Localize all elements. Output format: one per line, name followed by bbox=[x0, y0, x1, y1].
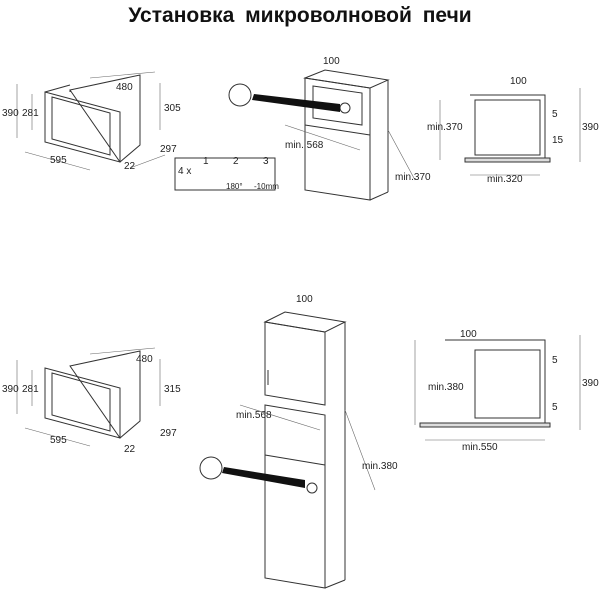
top-cabinet-100: 100 bbox=[323, 56, 340, 67]
top-side-15: 15 bbox=[552, 135, 564, 146]
top-oven-305: 305 bbox=[164, 103, 181, 114]
step-rotate: 180° bbox=[226, 182, 243, 191]
top-oven-595: 595 bbox=[50, 155, 67, 166]
bottom-oven-315: 315 bbox=[164, 384, 181, 395]
bottom-side-min-380: min.380 bbox=[428, 382, 464, 393]
top-oven-drawing bbox=[16, 71, 166, 171]
bottom-side-5-bottom: 5 bbox=[552, 402, 558, 413]
bottom-cabinet-drawing bbox=[199, 311, 376, 589]
top-side-100: 100 bbox=[510, 76, 527, 87]
page-title: Установка микроволновой печи bbox=[128, 4, 472, 27]
bottom-oven-595: 595 bbox=[50, 435, 67, 446]
step-1: 1 bbox=[203, 156, 209, 167]
top-oven-480: 480 bbox=[116, 82, 133, 93]
top-side-min-370: min.370 bbox=[427, 122, 463, 133]
top-cabinet-drawing bbox=[228, 69, 416, 201]
bottom-oven-281: 281 bbox=[22, 384, 39, 395]
bottom-oven-480: 480 bbox=[136, 354, 153, 365]
top-side-min-320: min.320 bbox=[487, 174, 523, 185]
steps-count: 4 x bbox=[178, 166, 191, 177]
bottom-cabinet-min-568: min.568 bbox=[236, 410, 272, 421]
top-oven-281: 281 bbox=[22, 108, 39, 119]
bottom-oven-22: 22 bbox=[124, 444, 136, 455]
bottom-cabinet-min-380: min.380 bbox=[362, 461, 398, 472]
step-3: 3 bbox=[263, 156, 269, 167]
bottom-side-5-top: 5 bbox=[552, 355, 558, 366]
top-side-390: 390 bbox=[582, 122, 599, 133]
bottom-side-100: 100 bbox=[460, 329, 477, 340]
bottom-oven-drawing bbox=[16, 347, 161, 447]
step-offset: -10mm bbox=[254, 182, 279, 191]
bottom-side-view bbox=[414, 335, 581, 441]
bottom-side-390: 390 bbox=[582, 378, 599, 389]
top-oven-22: 22 bbox=[124, 161, 136, 172]
top-oven-390: 390 bbox=[2, 108, 19, 119]
mounting-steps-box bbox=[174, 157, 276, 191]
bottom-oven-390: 390 bbox=[2, 384, 19, 395]
top-oven-297: 297 bbox=[160, 144, 177, 155]
bottom-cabinet-100: 100 bbox=[296, 294, 313, 305]
bottom-side-min-550: min.550 bbox=[462, 442, 498, 453]
step-2: 2 bbox=[233, 156, 239, 167]
top-cabinet-min-568: min. 568 bbox=[285, 140, 324, 151]
top-side-view bbox=[439, 88, 581, 176]
bottom-oven-297: 297 bbox=[160, 428, 177, 439]
top-cabinet-min-370: min.370 bbox=[395, 172, 431, 183]
top-side-5: 5 bbox=[552, 109, 558, 120]
